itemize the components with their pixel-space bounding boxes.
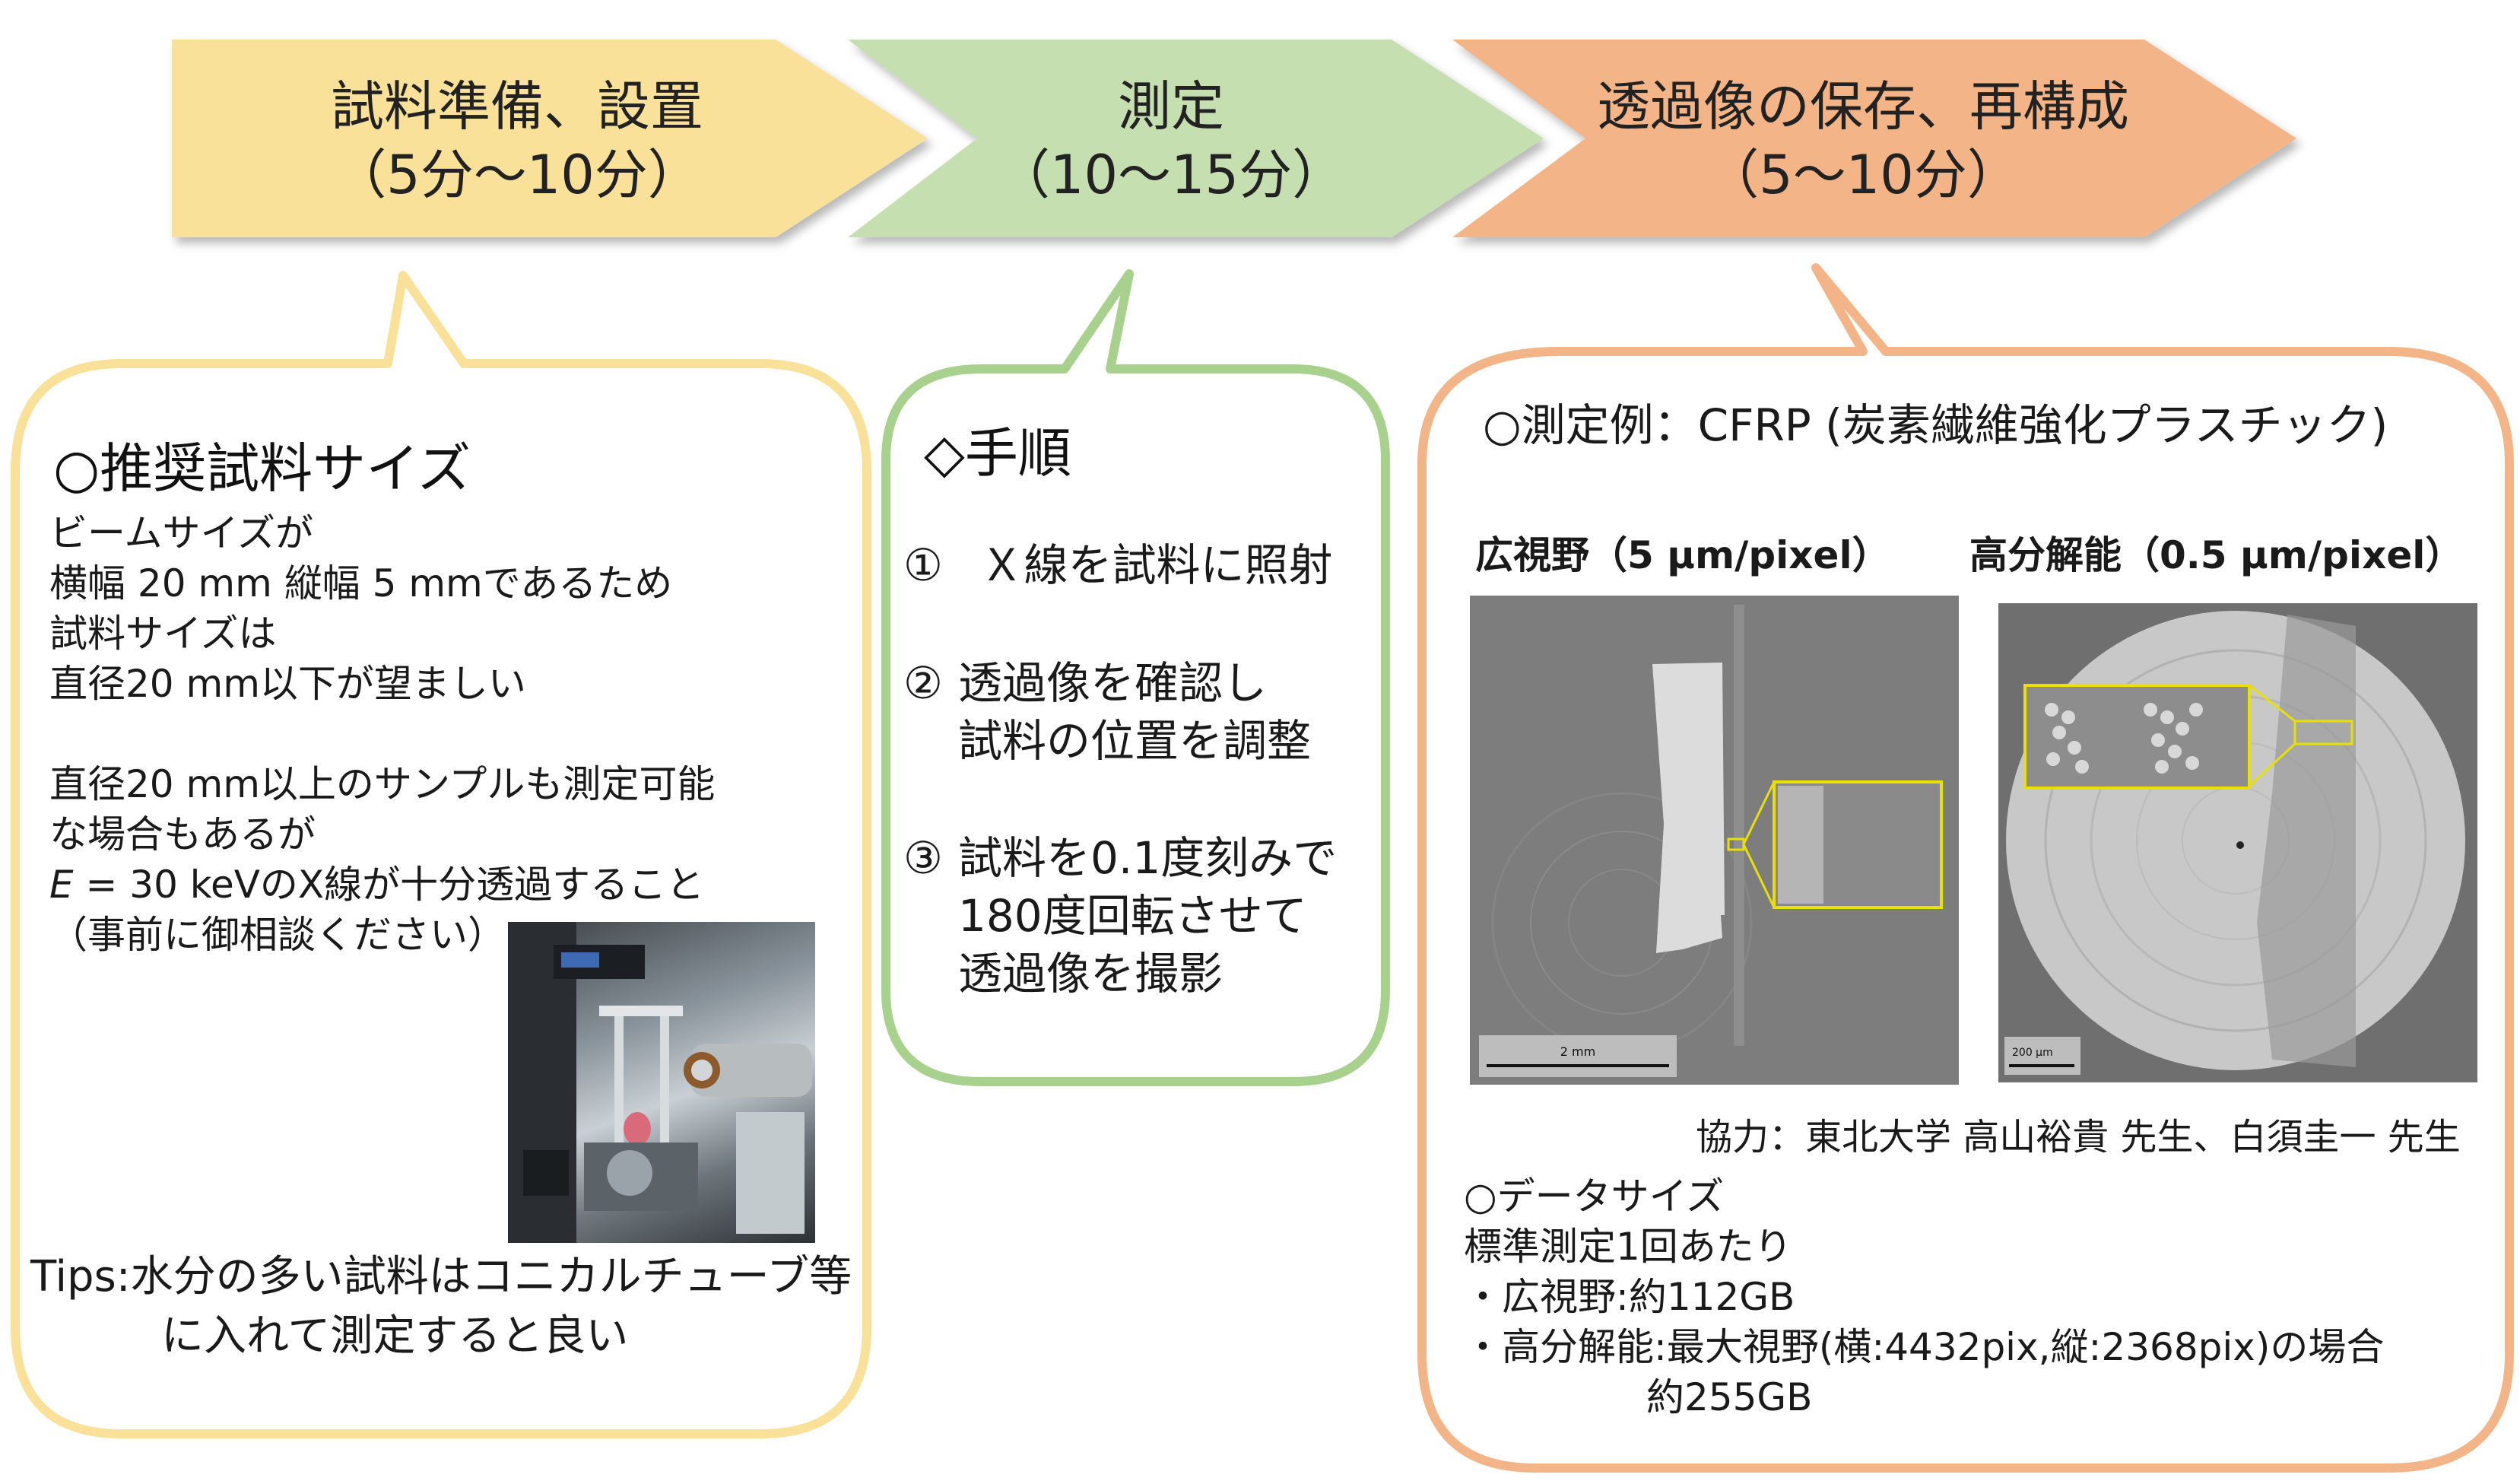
step-2-duration: （10～15分） xyxy=(996,144,1346,206)
callout-procedure xyxy=(881,269,1390,1086)
data-size-heading: ○データサイズ xyxy=(1464,1174,1725,1219)
step-3-label: 透過像の保存、再構成 （5～10分） xyxy=(1559,72,2167,209)
procedure-step-3-line-2: 180度回転させて xyxy=(958,890,1307,942)
data-size-line-2: ・広視野:約112GB xyxy=(1464,1275,1795,1319)
wide-field-label: 広視野（5 μm/pixel） xyxy=(1475,533,1890,577)
step-2-title: 測定 xyxy=(1118,75,1224,138)
example-heading: ○測定例：CFRP (炭素繊維強化プラスチック) xyxy=(1483,399,2388,451)
sample-stage-photo xyxy=(508,922,815,1243)
recommended-line-2: 横幅 20 mm 縦幅 5 mmであるため xyxy=(49,561,673,605)
procedure-step-1: ① Ｘ線を試料に照射 xyxy=(903,536,1332,594)
energy-line: E = 30 keVのX線が十分透過すること xyxy=(49,860,715,910)
energy-symbol: E xyxy=(49,863,74,907)
recommended-line-6: 直径20 mm以上のサンプルも測定可能 xyxy=(49,762,716,806)
high-resolution-label: 高分解能（0.5 μm/pixel） xyxy=(1969,533,2464,577)
sample-stage-drawing xyxy=(508,922,812,1243)
recommended-line-7: な場合もあるが xyxy=(49,812,316,857)
high-scale-bar-label: 200 μm xyxy=(2012,1047,2053,1059)
tips-line-2: に入れて測定すると良い xyxy=(161,1311,629,1361)
wide-field-ct-image: 2 mm xyxy=(1470,596,1959,1085)
step-3-title: 透過像の保存、再構成 xyxy=(1597,75,2129,138)
step-2-label: 測定 （10～15分） xyxy=(943,72,1399,209)
step-arrow-3 xyxy=(1452,40,2296,237)
step-1-label: 試料準備、設置 （5分～10分） xyxy=(259,72,776,209)
step-3-duration: （5～10分） xyxy=(1706,144,2020,206)
recommended-line-4: 直径20 mm以下が望ましい xyxy=(49,662,526,706)
recommended-spacer xyxy=(49,709,715,759)
high-resolution-ct-image: 200 μm xyxy=(1998,603,2477,1082)
step-arrow-1 xyxy=(172,40,928,237)
procedure-step-2-num: ② xyxy=(903,657,943,709)
data-size-line-3: ・高分解能:最大視野(横:4432pix,縦:2368pix)の場合 xyxy=(1464,1325,2385,1369)
recommended-line-1: ビームサイズが xyxy=(49,511,313,555)
procedure-heading: ◇手順 xyxy=(924,422,1071,485)
wide-scale-bar-label: 2 mm xyxy=(1560,1044,1595,1059)
step-1-title: 試料準備、設置 xyxy=(331,75,703,138)
tips-line-1: Tips:水分の多い試料はコニカルチューブ等 xyxy=(30,1252,852,1301)
data-size-block: ○データサイズ 標準測定1回あたり ・広視野:約112GB ・高分解能:最大視野… xyxy=(1464,1171,2384,1422)
recommended-body: ビームサイズが 横幅 20 mm 縦幅 5 mmであるため 試料サイズは 直径2… xyxy=(49,508,715,960)
procedure-step-3-line-1: 試料を0.1度刻みで xyxy=(958,832,1338,884)
energy-text: = 30 keVのX線が十分透過すること xyxy=(73,863,705,907)
data-size-line-4: 約255GB xyxy=(1646,1375,1813,1419)
consult-note: （事前に御相談ください） xyxy=(49,913,506,957)
procedure-step-3-line-3: 透過像を撮影 xyxy=(958,948,1224,1000)
wide-field-ct-drawing: 2 mm xyxy=(1470,596,1959,1085)
recommended-line-3: 試料サイズは xyxy=(49,612,277,656)
procedure-step-1-num: ① xyxy=(903,539,943,591)
data-size-line-1: 標準測定1回あたり xyxy=(1464,1225,1792,1269)
recommended-heading: ○推奨試料サイズ xyxy=(53,437,471,500)
procedure-step-1-line-1: Ｘ線を試料に照射 xyxy=(979,539,1333,591)
high-resolution-ct-drawing: 200 μm xyxy=(1998,603,2477,1082)
step-arrow-2 xyxy=(848,40,1544,237)
step-1-duration: （5分～10分） xyxy=(333,144,701,206)
procedure-step-3-num: ③ xyxy=(903,832,943,884)
procedure-step-2-line-1: 透過像を確認し xyxy=(958,657,1268,709)
procedure-step-3: ③ 試料を0.1度刻みで 180度回転させて 透過像を撮影 xyxy=(903,829,1337,1003)
credit-line: 協力：東北大学 高山裕貴 先生、白須圭一 先生 xyxy=(1696,1116,2461,1158)
callout-example xyxy=(1417,263,2514,1473)
procedure-step-2: ② 透過像を確認し 試料の位置を調整 xyxy=(903,654,1311,770)
procedure-step-2-line-2: 試料の位置を調整 xyxy=(958,715,1312,767)
tips-block: Tips:水分の多い試料はコニカルチューブ等 に入れて測定すると良い xyxy=(30,1247,852,1366)
